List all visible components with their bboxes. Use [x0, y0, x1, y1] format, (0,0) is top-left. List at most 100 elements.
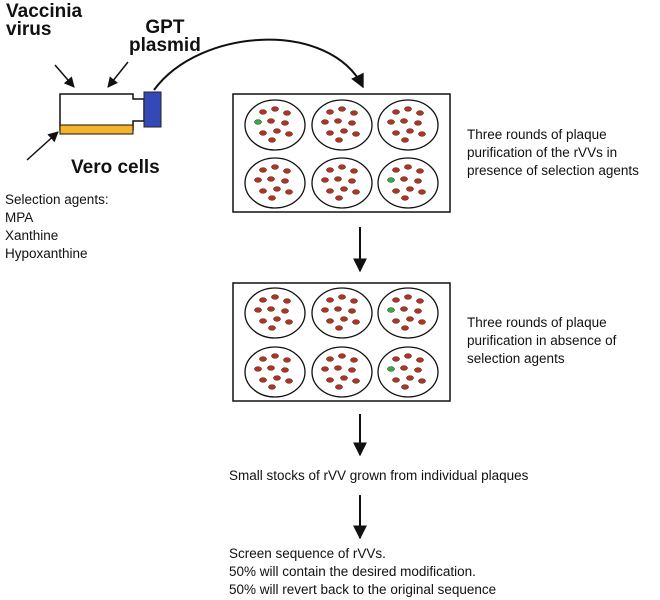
red-plaque: [283, 298, 291, 304]
step-2-line2: purification in absence of: [467, 333, 617, 348]
red-plaque: [326, 356, 334, 362]
red-plaque: [404, 353, 412, 359]
step-3-description: Small stocks of rVV grown from individua…: [229, 468, 529, 483]
step-1-line2: purification of the rVVs in: [467, 145, 618, 160]
culture-plate-without-selection: [232, 282, 451, 402]
red-plaque: [271, 106, 279, 112]
vero-cells-arrow: [26, 131, 59, 161]
red-plaque: [259, 318, 267, 324]
red-plaque: [335, 384, 343, 390]
red-plaque: [259, 356, 267, 362]
step-4-line3: 50% will revert back to the original seq…: [229, 582, 497, 597]
red-plaque: [340, 186, 348, 192]
red-plaque: [350, 110, 358, 116]
red-plaque: [267, 365, 275, 371]
red-plaque: [273, 375, 281, 381]
red-plaque: [416, 110, 424, 116]
red-plaque: [283, 357, 291, 363]
red-plaque: [285, 378, 293, 384]
red-plaque: [285, 131, 293, 137]
red-plaque: [334, 306, 342, 312]
red-plaque: [392, 167, 400, 173]
step-4-line1: Screen sequence of rVVs.: [229, 546, 386, 561]
red-plaque: [416, 298, 424, 304]
red-plaque: [401, 325, 409, 331]
red-plaque: [404, 106, 412, 112]
red-plaque: [267, 306, 275, 312]
red-plaque: [259, 297, 267, 303]
red-plaque: [259, 377, 267, 383]
red-plaque: [326, 167, 334, 173]
curved-transfer-arrow: [153, 38, 364, 91]
red-plaque: [285, 319, 293, 325]
red-plaque: [267, 118, 275, 124]
red-plaque: [406, 316, 414, 322]
red-plaque: [273, 186, 281, 192]
red-plaque: [268, 325, 276, 331]
red-plaque: [392, 377, 400, 383]
red-plaque: [285, 189, 293, 195]
red-plaque: [392, 318, 400, 324]
red-plaque: [348, 120, 356, 126]
selection-agents-heading: Selection agents:: [5, 192, 109, 207]
red-plaque: [401, 384, 409, 390]
vaccinia-arrow: [54, 64, 75, 88]
red-plaque: [352, 131, 360, 137]
culture-flask: [59, 91, 162, 135]
red-plaque: [401, 195, 409, 201]
red-plaque: [414, 367, 422, 373]
red-plaque: [414, 178, 422, 184]
red-plaque: [350, 357, 358, 363]
red-plaque: [348, 367, 356, 373]
red-plaque: [340, 375, 348, 381]
red-plaque: [268, 195, 276, 201]
step-2-description: Three rounds of plaque purification in a…: [467, 314, 616, 368]
red-plaque: [348, 308, 356, 314]
red-plaque: [392, 297, 400, 303]
red-plaque: [273, 128, 281, 134]
step-2-line3: selection agents: [467, 351, 565, 366]
red-plaque: [387, 119, 395, 125]
red-plaque: [350, 298, 358, 304]
selection-agent-xanthine: Xanthine: [5, 228, 59, 243]
red-plaque: [321, 307, 329, 313]
red-plaque: [400, 118, 408, 124]
red-plaque: [281, 120, 289, 126]
red-plaque: [338, 353, 346, 359]
step-1-description: Three rounds of plaque purification of t…: [467, 126, 639, 180]
red-plaque: [259, 167, 267, 173]
red-plaque: [414, 308, 422, 314]
red-plaque: [283, 110, 291, 116]
red-plaque: [281, 308, 289, 314]
red-plaque: [271, 164, 279, 170]
gpt-label-line2: plasmid: [129, 35, 201, 56]
green-plaque: [387, 177, 395, 183]
red-plaque: [259, 188, 267, 194]
red-plaque: [254, 307, 262, 313]
step-4-line2: 50% will contain the desired modificatio…: [229, 564, 476, 579]
red-plaque: [352, 378, 360, 384]
step-1-line3: presence of selection agents: [467, 163, 639, 178]
red-plaque: [406, 186, 414, 192]
red-plaque: [392, 356, 400, 362]
red-plaque: [338, 164, 346, 170]
red-plaque: [334, 118, 342, 124]
vero-cells-label: Vero cells: [71, 157, 160, 178]
red-plaque: [340, 316, 348, 322]
red-plaque: [392, 109, 400, 115]
red-plaque: [338, 106, 346, 112]
red-plaque: [400, 365, 408, 371]
step-2-line1: Three rounds of plaque: [467, 315, 607, 330]
red-plaque: [335, 325, 343, 331]
red-plaque: [268, 137, 276, 143]
red-plaque: [418, 378, 426, 384]
step-1-line1: Three rounds of plaque: [467, 127, 607, 142]
red-plaque: [392, 188, 400, 194]
red-plaque: [418, 319, 426, 325]
red-plaque: [338, 294, 346, 300]
red-plaque: [416, 168, 424, 174]
red-plaque: [259, 109, 267, 115]
red-plaque: [404, 294, 412, 300]
red-plaque: [392, 130, 400, 136]
